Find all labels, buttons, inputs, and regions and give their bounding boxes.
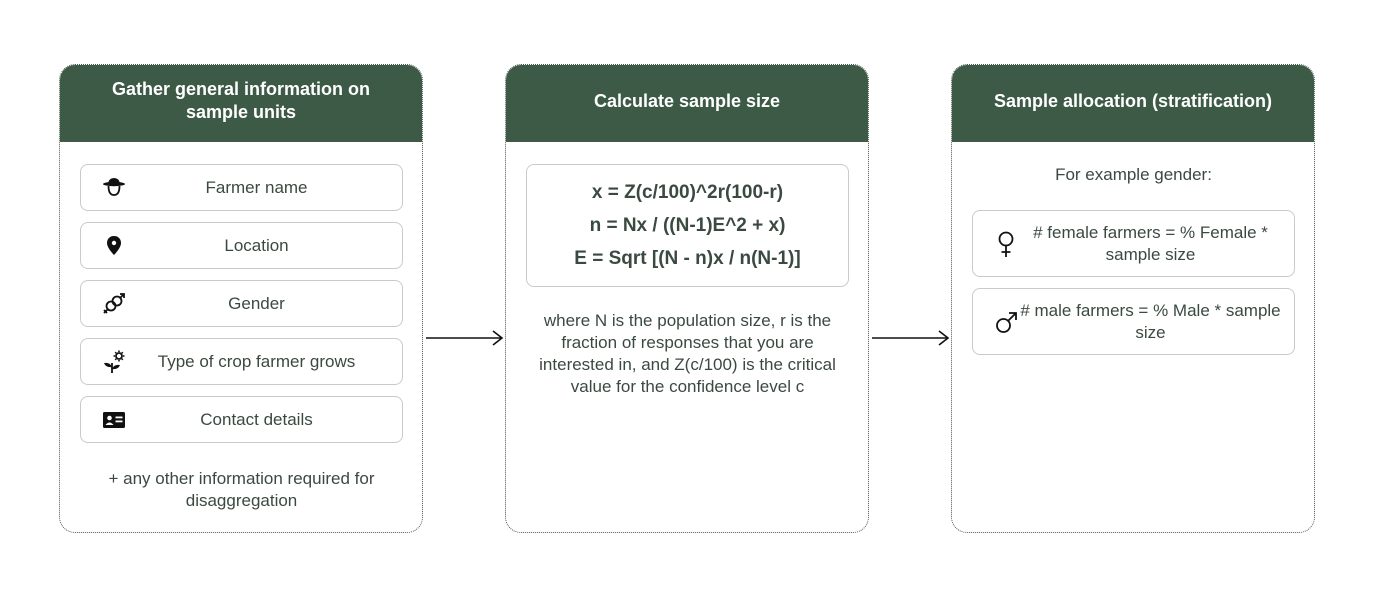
gender-icon: [101, 291, 127, 317]
contact-card-icon: [101, 407, 127, 433]
info-item-label: Location: [224, 235, 289, 255]
allocation-label: # female farmers = % Female * sample siz…: [1033, 222, 1268, 264]
info-item-label: Farmer name: [205, 177, 308, 197]
allocation-label: # male farmers = % Male * sample size: [1020, 300, 1281, 342]
step-title: Gather general information on sample uni…: [111, 79, 371, 122]
allocation-item-male: # male farmers = % Male * sample size: [972, 288, 1295, 355]
female-symbol-icon: [993, 229, 1019, 259]
step-header: Calculate sample size: [506, 65, 868, 142]
info-item-label: Type of crop farmer grows: [157, 351, 356, 371]
farmer-icon: [101, 175, 127, 201]
allocation-intro: For example gender:: [1055, 165, 1212, 184]
info-item-label: Contact details: [200, 409, 313, 429]
formula-explanation: where N is the population size, r is the…: [539, 311, 836, 396]
info-item-crop: Type of crop farmer grows: [80, 338, 403, 385]
info-item-location: Location: [80, 222, 403, 269]
step-title: Calculate sample size: [593, 90, 781, 111]
info-item-contact: Contact details: [80, 396, 403, 443]
info-item-gender: Gender: [80, 280, 403, 327]
crop-icon: [101, 349, 127, 375]
step-title: Sample allocation (stratification): [993, 90, 1273, 111]
disaggregation-note: + any other information required for dis…: [108, 469, 375, 510]
step-header: Gather general information on sample uni…: [60, 65, 422, 142]
allocation-item-female: # female farmers = % Female * sample siz…: [972, 210, 1295, 277]
formula-e: E = Sqrt [(N - n)x / n(N-1)]: [574, 248, 801, 269]
step-card-allocation: Sample allocation (stratification) For e…: [951, 64, 1315, 533]
formula-x: x = Z(c/100)^2r(100-r): [591, 182, 784, 203]
info-item-farmer-name: Farmer name: [80, 164, 403, 211]
formula-n: n = Nx / ((N-1)E^2 + x): [589, 215, 786, 236]
arrow-right-icon: [872, 330, 950, 346]
step-card-sample-size: Calculate sample size x = Z(c/100)^2r(10…: [505, 64, 869, 533]
step-header: Sample allocation (stratification): [952, 65, 1314, 142]
formula-box: x = Z(c/100)^2r(100-r) n = Nx / ((N-1)E^…: [526, 164, 849, 287]
male-symbol-icon: [993, 307, 1019, 337]
step-card-gather-info: Gather general information on sample uni…: [59, 64, 423, 533]
arrow-right-icon: [426, 330, 504, 346]
info-item-label: Gender: [228, 293, 285, 313]
location-pin-icon: [101, 233, 127, 259]
